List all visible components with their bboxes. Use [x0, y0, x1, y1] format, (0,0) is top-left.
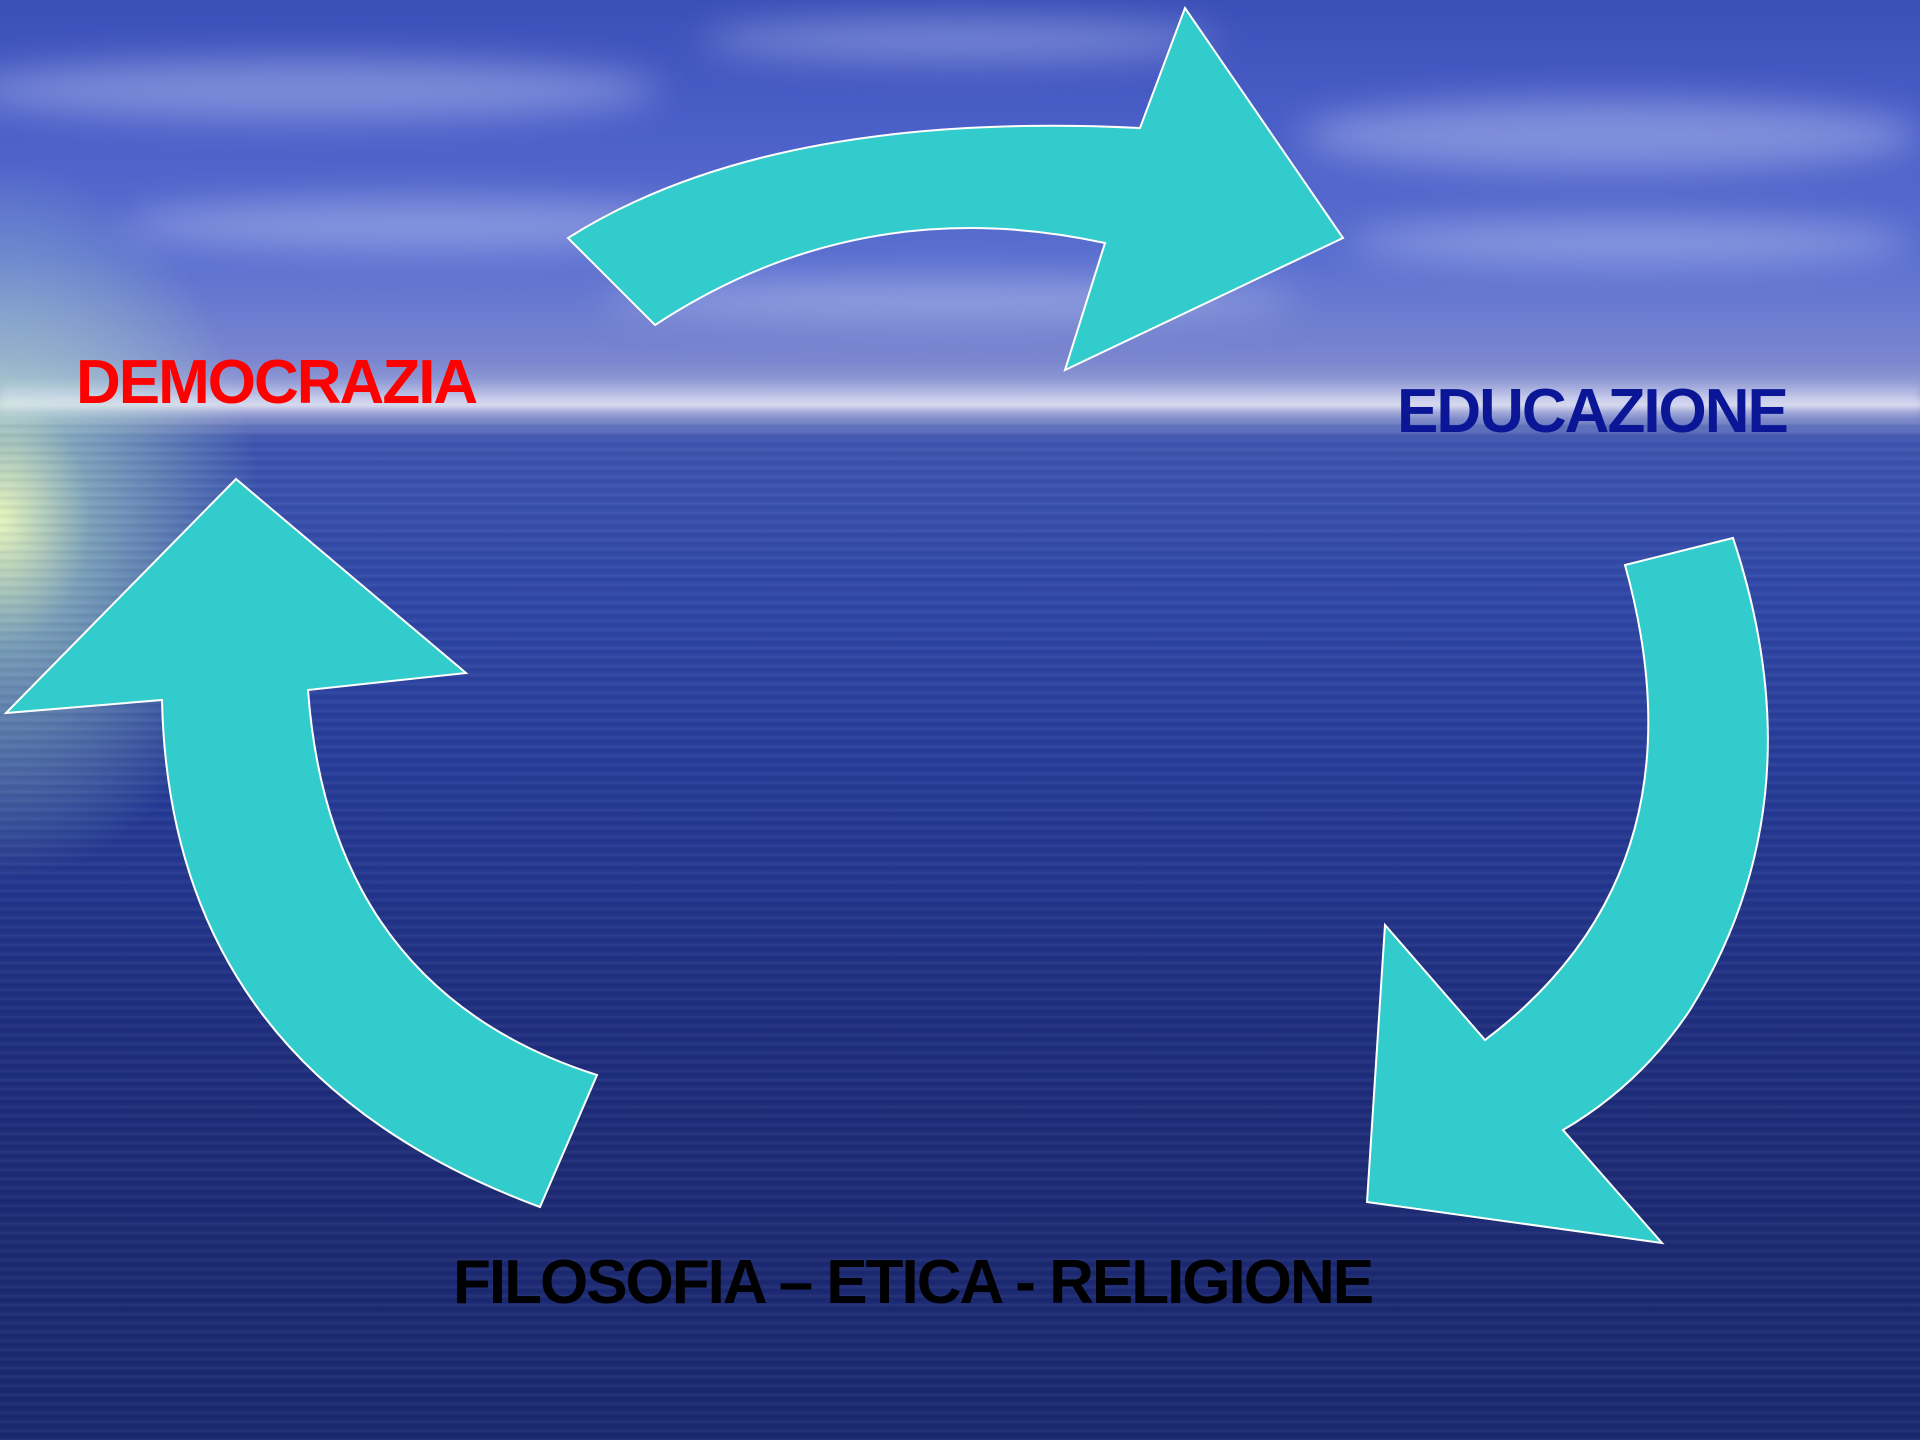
- cloud-streak: [1350, 220, 1910, 265]
- arrow-educazione-to-filosofia: [1365, 536, 1769, 1245]
- cloud-streak: [0, 60, 660, 120]
- arrow-democrazia-to-educazione: [566, 5, 1345, 372]
- cloud-streak: [700, 20, 1220, 60]
- cloud-streak: [1300, 100, 1920, 170]
- node-label-filosofia-etica-religione: FILOSOFIA – ETICA - RELIGIONE: [453, 1248, 1374, 1317]
- arrow-filosofia-to-democrazia: [3, 477, 599, 1209]
- horizon-glow: [0, 380, 1920, 420]
- node-label-educazione: EDUCAZIONE: [1397, 377, 1789, 446]
- node-label-democrazia: DEMOCRAZIA: [76, 348, 478, 417]
